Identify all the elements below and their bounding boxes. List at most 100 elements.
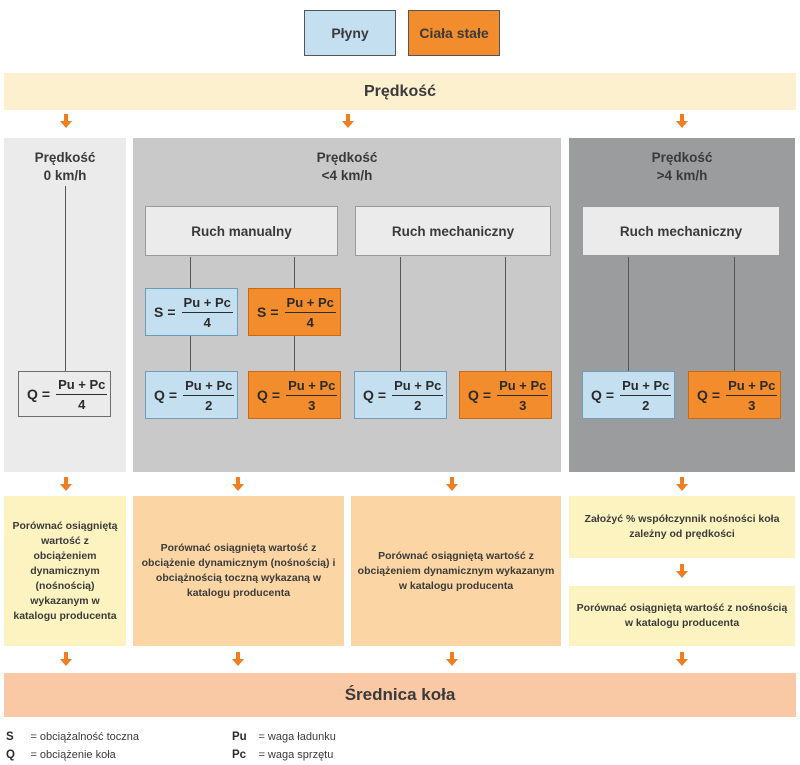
legend-pc-key: Pc xyxy=(232,749,247,761)
formula-q-static-var: Q xyxy=(27,386,38,402)
arrow-to-result-2 xyxy=(232,652,244,666)
formula-q-static-num: Pu + Pc xyxy=(56,377,108,395)
legend-s: S = obciążalność toczna xyxy=(6,727,206,745)
formula-q-solid-mech-den: 3 xyxy=(519,397,527,413)
legend-fluids: Płyny xyxy=(304,10,396,56)
mode-mechanical-box: Ruch mechaniczny xyxy=(355,206,551,256)
col3-heading-line2: >4 km/h xyxy=(656,168,708,183)
note-mechanical-text: Porównać osiągniętą wartość z obciążenie… xyxy=(357,549,555,592)
note-fast-compare-text: Porównać osiągniętą wartość z nośnością … xyxy=(576,602,788,629)
speed-band-label: Prędkość xyxy=(363,82,437,100)
legend-q: Q = obciążenie koła xyxy=(6,745,206,763)
formula-q-solid-mech-eq: = xyxy=(482,387,492,403)
arrow-to-note4a xyxy=(676,477,688,491)
legend-pu-key: Pu xyxy=(232,731,247,743)
col1-heading-line1: Prędkość xyxy=(34,150,96,165)
speed-band: Prędkość xyxy=(4,73,796,110)
col3-heading-line1: Prędkość xyxy=(651,150,713,165)
formula-q-solid-manual-num: Pu + Pc xyxy=(286,378,338,396)
connector-mech-fluid xyxy=(400,257,401,371)
arrow-to-result-4 xyxy=(676,652,688,666)
arrow-to-col2 xyxy=(342,114,354,128)
legend-solids-label: Ciała stałe xyxy=(419,25,489,41)
formula-q-solid-fast-eq: = xyxy=(711,387,721,403)
note-static: Porównać osiągniętą wartość z obciążenie… xyxy=(4,496,126,646)
legend-solids: Ciała stałe xyxy=(408,10,500,56)
formula-q-solid-fast-var: Q xyxy=(697,387,708,403)
result-band: Średnica koła xyxy=(4,673,796,717)
formula-s-solid-manual-num: Pu + Pc xyxy=(284,295,336,313)
formula-q-static-den: 4 xyxy=(78,396,86,412)
formula-q-fluid-mech-den: 2 xyxy=(414,397,422,413)
formula-q-solid-mech-num: Pu + Pc xyxy=(497,378,549,396)
col1-heading: Prędkość 0 km/h xyxy=(4,149,126,185)
legend-pu-value: = waga ładunku xyxy=(258,731,336,743)
mode-mechanical-fast-label: Ruch mechaniczny xyxy=(619,223,743,239)
arrow-to-note2 xyxy=(232,477,244,491)
formula-q-solid-manual-var: Q xyxy=(257,387,268,403)
note-fast-factor-text: Założyć % współczynnik nośności koła zal… xyxy=(584,513,780,540)
formula-q-fluid-fast-eq: = xyxy=(605,387,615,403)
connector-fast-solid xyxy=(734,257,735,371)
col3-heading: Prędkość >4 km/h xyxy=(569,149,795,185)
formula-q-solid-manual-den: 3 xyxy=(308,397,316,413)
formula-s-fluid-manual-eq: = xyxy=(167,304,176,320)
formula-q-fluid-manual-eq: = xyxy=(168,387,178,403)
col2-heading-line1: Prędkość xyxy=(316,150,378,165)
formula-q-solid-fast-den: 3 xyxy=(748,397,756,413)
formula-q-fluid-mech-var: Q xyxy=(363,387,374,403)
note-fast-factor: Założyć % współczynnik nośności koła zal… xyxy=(569,496,795,558)
col1-heading-line2: 0 km/h xyxy=(43,168,87,183)
formula-q-static-eq: = xyxy=(41,386,51,402)
formula-s-solid-manual-eq: = xyxy=(270,304,279,320)
legend-fluids-label: Płyny xyxy=(331,25,369,41)
arrow-to-result-1 xyxy=(60,652,72,666)
arrow-to-note1 xyxy=(60,477,72,491)
mode-mechanical-fast-box: Ruch mechaniczny xyxy=(582,206,780,256)
column-speed-over-4 xyxy=(569,138,795,472)
result-band-label: Średnica koła xyxy=(344,685,456,704)
formula-q-fluid-fast-num: Pu + Pc xyxy=(620,378,672,396)
mode-manual-label: Ruch manualny xyxy=(191,223,292,239)
formula-s-solid-manual-var: S xyxy=(257,304,267,320)
formula-q-fluid-mech-eq: = xyxy=(377,387,387,403)
note-fast-compare: Porównać osiągniętą wartość z nośnością … xyxy=(569,586,795,646)
formula-q-fluid-manual-num: Pu + Pc xyxy=(183,378,235,396)
formula-q-solid-mech-var: Q xyxy=(468,387,479,403)
formula-s-fluid-manual-num: Pu + Pc xyxy=(181,295,233,313)
formula-s-fluid-manual-den: 4 xyxy=(203,314,211,330)
arrow-to-note3 xyxy=(446,477,458,491)
arrow-to-col1 xyxy=(60,114,72,128)
col2-heading-line2: <4 km/h xyxy=(321,168,373,183)
col2-heading: Prędkość <4 km/h xyxy=(133,149,561,185)
legend-q-key: Q xyxy=(6,749,15,761)
formula-q-fluid-fast-den: 2 xyxy=(642,397,650,413)
note-static-text: Porównać osiągniętą wartość z obciążenie… xyxy=(12,519,118,622)
legend-pc: Pc = waga sprzętu xyxy=(232,745,432,763)
arrow-to-note4b xyxy=(676,564,688,578)
mode-mechanical-label: Ruch mechaniczny xyxy=(391,223,515,239)
legend-pu: Pu = waga ładunku xyxy=(232,727,432,745)
mode-manual-box: Ruch manualny xyxy=(145,206,338,256)
legend-q-value: = obciążenie koła xyxy=(30,749,116,761)
note-manual: Porównać osiągniętą wartość z obciążenie… xyxy=(133,496,344,646)
note-mechanical: Porównać osiągniętą wartość z obciążenie… xyxy=(351,496,561,646)
formula-q-fluid-mech-num: Pu + Pc xyxy=(392,378,444,396)
note-manual-text: Porównać osiągniętą wartość z obciążenie… xyxy=(141,542,336,599)
formula-q-fluid-manual-var: Q xyxy=(154,387,165,403)
formula-q-solid-manual-eq: = xyxy=(271,387,281,403)
formula-q-fluid-fast-var: Q xyxy=(591,387,602,403)
formula-q-solid-fast-num: Pu + Pc xyxy=(726,378,778,396)
arrow-to-col3 xyxy=(676,114,688,128)
legend-s-key: S xyxy=(6,731,14,743)
legend-pc-value: = waga sprzętu xyxy=(258,749,334,761)
